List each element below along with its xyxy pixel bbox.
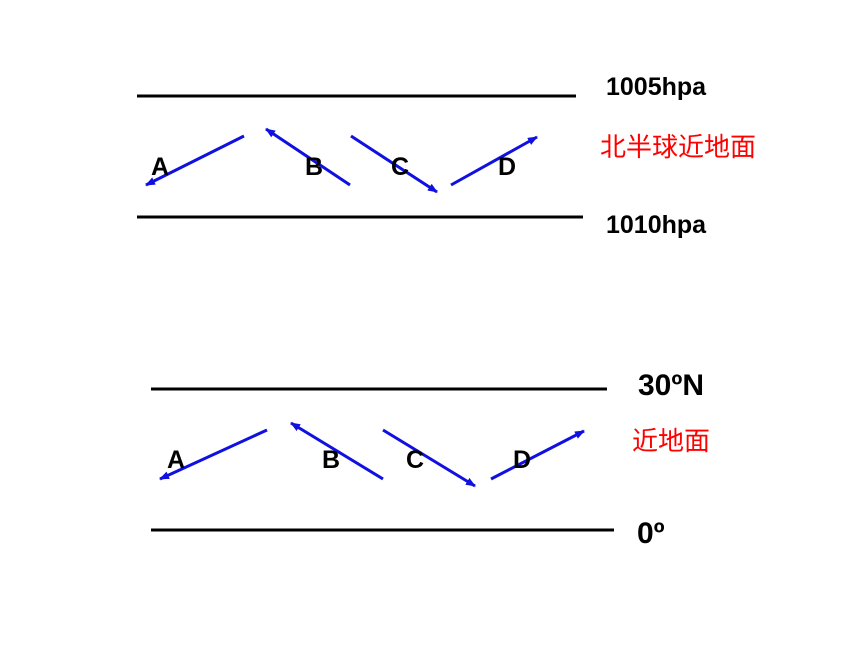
wind-arrow-c	[350, 134, 438, 194]
wind-arrow-a	[159, 428, 268, 481]
upper-isobar-label: 1005hpa	[606, 73, 707, 101]
wind-arrow-d	[490, 429, 585, 481]
wind-arrow-c	[382, 428, 476, 488]
arrow-label-b: B	[322, 446, 340, 474]
arrow-label-c: C	[391, 153, 409, 181]
wind-arrow-a	[145, 134, 245, 187]
top-caption: 北半球近地面	[600, 133, 756, 163]
wind-arrow-b	[290, 421, 384, 481]
arrow-label-a: A	[151, 153, 169, 181]
upper-latitude-label: 30ºN	[638, 369, 704, 402]
bottom-diagram: 30ºN 0º 近地面 A B C D	[151, 369, 710, 550]
wind-arrow-d	[450, 135, 538, 187]
arrow-label-d: D	[513, 446, 531, 474]
arrow-label-d: D	[498, 153, 516, 181]
top-diagram: 1005hpa 1010hpa 北半球近地面 A B C D	[137, 73, 756, 239]
arrow-label-a: A	[167, 446, 185, 474]
lower-isobar-label: 1010hpa	[606, 211, 707, 239]
wind-arrow-b	[265, 127, 351, 187]
bottom-caption: 近地面	[632, 427, 710, 457]
arrow-label-b: B	[305, 153, 323, 181]
arrow-label-c: C	[406, 446, 424, 474]
lower-latitude-label: 0º	[637, 517, 665, 550]
